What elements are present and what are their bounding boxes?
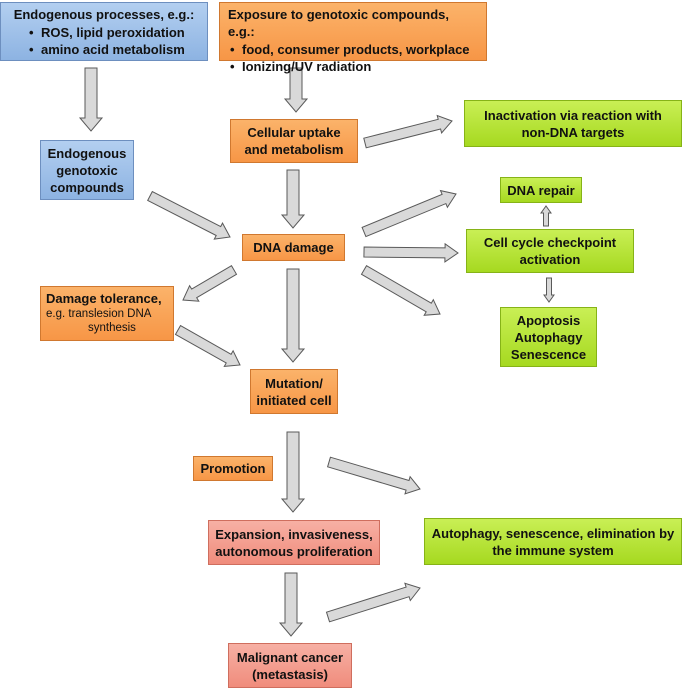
arrow-expansion-to-elimination	[325, 582, 421, 623]
inactivation-line: Inactivation via reaction with	[484, 107, 662, 123]
exposure-title: Exposure to genotoxic compounds, e.g.:	[228, 7, 450, 39]
checkpoint-box: Cell cycle checkpoint activation	[466, 229, 634, 273]
endogenous-processes-box: Endogenous processes, e.g.: ROS, lipid p…	[0, 2, 208, 61]
arrow-dna-damage-to-apoptosis	[360, 265, 441, 316]
mutation-line: initiated cell	[256, 392, 332, 408]
arrow-uptake-to-dna-damage	[280, 169, 306, 229]
arrow-mutation-to-elimination	[326, 456, 421, 495]
arrow-damage-tolerance-to-mutation	[174, 324, 241, 367]
dna-damage-label: DNA damage	[253, 240, 334, 255]
endogenous-processes-item: ROS, lipid peroxidation	[7, 24, 201, 41]
mutation-box: Mutation/ initiated cell	[250, 369, 338, 414]
dna-repair-label: DNA repair	[507, 182, 575, 198]
autophagy-immune-line: the immune system	[492, 542, 614, 558]
arrow-endogenous-processes-to-compounds	[78, 67, 104, 132]
dna-repair-box: DNA repair	[500, 177, 582, 203]
exposure-item: food, consumer products, workplace	[228, 41, 478, 58]
arrow-checkpoint-to-dna-repair	[540, 205, 552, 227]
arrow-compounds-to-dna-damage	[147, 190, 231, 240]
endogenous-compounds-line: compounds	[50, 179, 124, 195]
endogenous-compounds-line: Endogenous	[47, 145, 127, 161]
endogenous-compounds-line: genotoxic	[56, 162, 118, 178]
arrow-mutation-to-expansion	[280, 431, 306, 513]
arrow-expansion-to-malignant	[278, 572, 304, 637]
inactivation-line: non-DNA targets	[521, 124, 625, 140]
arrow-dna-damage-to-mutation	[280, 268, 306, 363]
apoptosis-line: Senescence	[510, 346, 587, 362]
expansion-box: Expansion, invasiveness, autonomous prol…	[208, 520, 380, 565]
arrow-dna-damage-to-damage-tolerance	[182, 265, 238, 302]
inactivation-box: Inactivation via reaction with non-DNA t…	[464, 100, 682, 147]
damage-tolerance-sub: e.g. translesion DNA	[46, 308, 152, 320]
arrow-dna-damage-to-checkpoint	[363, 242, 459, 263]
promotion-label: Promotion	[200, 461, 266, 476]
cellular-uptake-line: and metabolism	[244, 142, 344, 157]
checkpoint-line: activation	[519, 252, 581, 267]
cellular-uptake-line: Cellular uptake	[247, 125, 341, 140]
malignant-line: (metastasis)	[252, 666, 328, 682]
malignant-line: Malignant cancer	[236, 649, 344, 665]
exposure-box: Exposure to genotoxic compounds, e.g.: f…	[219, 2, 487, 75]
exposure-item: Ionizing/UV radiation	[228, 58, 478, 75]
malignant-box: Malignant cancer (metastasis)	[228, 643, 352, 688]
expansion-line: autonomous proliferation	[215, 543, 373, 559]
arrow-uptake-to-inactivation	[363, 114, 453, 149]
endogenous-processes-item: amino acid metabolism	[7, 41, 201, 58]
damage-tolerance-title: Damage tolerance,	[46, 291, 162, 306]
apoptosis-line: Autophagy	[514, 329, 583, 345]
endogenous-processes-title: Endogenous processes, e.g.:	[13, 7, 195, 22]
cellular-uptake-box: Cellular uptake and metabolism	[230, 119, 358, 163]
autophagy-immune-line: Autophagy, senescence, elimination by	[431, 525, 675, 541]
arrow-dna-damage-to-dna-repair	[361, 189, 457, 238]
damage-tolerance-box: Damage tolerance, e.g. translesion DNA s…	[40, 286, 174, 341]
autophagy-immune-box: Autophagy, senescence, elimination by th…	[424, 518, 682, 565]
endogenous-compounds-box: Endogenous genotoxic compounds	[40, 140, 134, 200]
checkpoint-line: Cell cycle checkpoint	[483, 235, 617, 250]
mutation-line: Mutation/	[265, 375, 323, 391]
apoptosis-box: Apoptosis Autophagy Senescence	[500, 307, 597, 367]
arrow-checkpoint-to-apoptosis	[543, 277, 555, 303]
apoptosis-line: Apoptosis	[516, 312, 581, 328]
damage-tolerance-sub: synthesis	[88, 322, 136, 334]
expansion-line: Expansion, invasiveness,	[215, 526, 373, 542]
dna-damage-box: DNA damage	[242, 234, 345, 261]
promotion-box: Promotion	[193, 456, 273, 481]
